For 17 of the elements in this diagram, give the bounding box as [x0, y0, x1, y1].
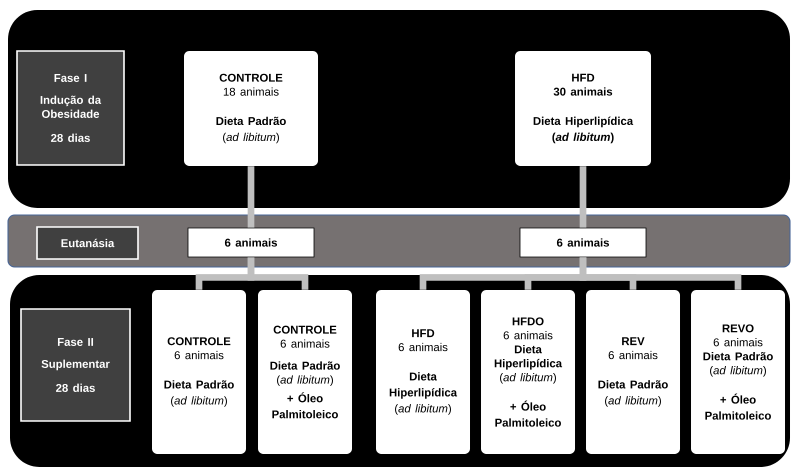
group-box: REV 6 animais Dieta Padrão (ad libitum): [586, 290, 680, 454]
connector: [580, 166, 586, 228]
group-box: CONTROLE 6 animais Dieta Padrão (ad libitum): [152, 290, 246, 454]
group-box: CONTROLE 6 animais Dieta Padrão (ad libitum) + Óleo Palmitoleico: [258, 290, 352, 454]
count-box: 6 animais: [188, 228, 314, 258]
group-box: HFD 6 animais Dieta Hiperlipídica (ad libitum): [376, 290, 470, 454]
group-box: REVO 6 animais Dieta Padrão (ad libitum) + Óleo Palmitoleico: [691, 290, 786, 454]
phase-label-box: Fase II Suplementar 28 dias: [20, 308, 131, 422]
count-box: 6 animais: [520, 228, 646, 258]
group-box: HFDO 6 animais Dieta Hiperlipídica (ad libitum) + Óleo Palmitoleico: [481, 290, 575, 454]
connector: [580, 257, 742, 290]
group-box: CONTROLE 18 animais Dieta Padrão (ad libitum): [184, 51, 318, 166]
connector: [248, 166, 254, 228]
phase-label-box: Eutanásia: [36, 226, 139, 260]
phase-label-box: Fase I Indução da Obesidade 28 dias: [16, 50, 125, 166]
connector: [248, 257, 308, 290]
group-box: HFD 30 animais Dieta Hiperlipídica (ad libitum): [515, 51, 652, 166]
